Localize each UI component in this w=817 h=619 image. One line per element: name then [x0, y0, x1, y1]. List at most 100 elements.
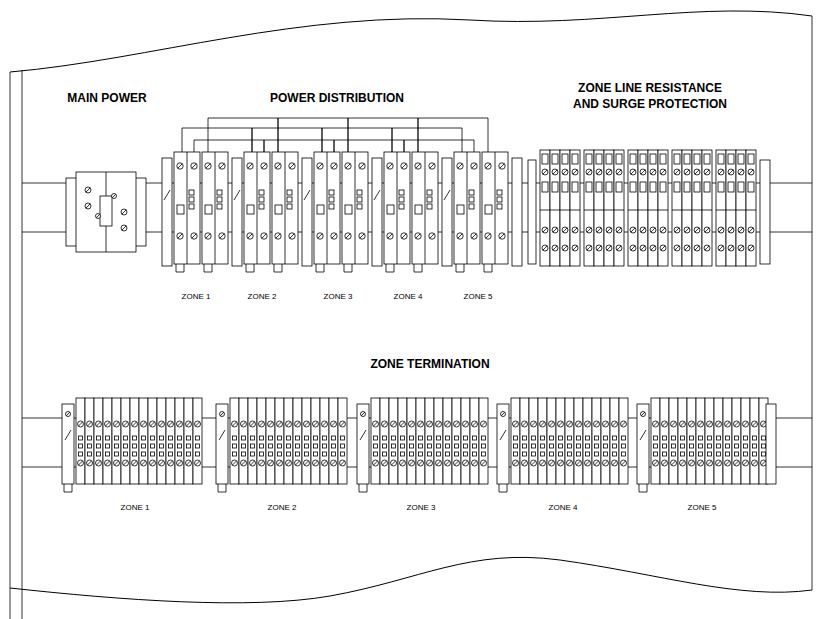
screw-head [78, 460, 84, 466]
contact-window [541, 452, 545, 456]
fuse-window [694, 154, 700, 164]
resistor-terminal [672, 150, 682, 266]
screw-slot [430, 164, 434, 168]
screw-head [743, 460, 749, 466]
screw-slot [585, 422, 589, 426]
screw-head [219, 233, 225, 239]
contact-window [427, 190, 432, 195]
screw-slot [685, 228, 689, 232]
contact-window [329, 190, 334, 195]
contact-window [469, 197, 474, 202]
contact-window [88, 444, 92, 448]
contact-window [473, 436, 477, 440]
contact-window [744, 452, 748, 456]
screw-slot [729, 246, 733, 250]
clamp-mark [304, 190, 310, 200]
screw-slot [248, 234, 252, 238]
termination-slice [461, 398, 470, 484]
contact-window [314, 436, 318, 440]
screw-head [698, 421, 704, 427]
contact-window [383, 452, 387, 456]
divider [746, 210, 756, 211]
screw-slot [96, 461, 100, 465]
contact-window [401, 444, 405, 448]
screw-slot [141, 422, 145, 426]
contact-window [523, 452, 527, 456]
screw-slot [186, 422, 190, 426]
screw-slot [576, 461, 580, 465]
screw-slot [651, 170, 655, 174]
screw-slot [286, 461, 290, 465]
screw-head [415, 233, 421, 239]
screw-slot [122, 210, 126, 214]
screw-slot [543, 228, 547, 232]
screw-slot [388, 234, 392, 238]
screw-head [640, 227, 646, 233]
break-line [10, 11, 812, 72]
contact-window [604, 452, 608, 456]
screw-slot [573, 246, 577, 250]
distribution-block [482, 152, 508, 264]
contact-window [690, 452, 694, 456]
screw-head [313, 460, 319, 466]
fuse-window [640, 154, 646, 164]
label-tab [247, 205, 254, 214]
screw-slot [695, 246, 699, 250]
screw-head [662, 421, 668, 427]
contact-window [399, 190, 404, 195]
divider [702, 210, 712, 211]
fuse-window [630, 182, 636, 192]
termination-slice [547, 398, 556, 484]
resistor-terminal [746, 150, 756, 266]
screw-head [250, 460, 256, 466]
fuse-window [684, 154, 690, 164]
contact-window [568, 436, 572, 440]
termination-slice [750, 398, 759, 484]
termination-slice [166, 398, 175, 484]
screw-slot [373, 461, 377, 465]
termination-slice [452, 398, 461, 484]
contact-window [260, 452, 264, 456]
screw-head [96, 460, 102, 466]
screw-slot [105, 461, 109, 465]
screw-head [621, 460, 627, 466]
screw-head [481, 421, 487, 427]
screw-head [241, 460, 247, 466]
contact-window [88, 452, 92, 456]
screw-head [401, 163, 407, 169]
screw-head [671, 421, 677, 427]
contact-window [762, 452, 766, 456]
zone-label: ZONE 5 [464, 292, 493, 303]
contact-window [242, 436, 246, 440]
end-clamp [302, 158, 312, 266]
contact-window [446, 436, 450, 440]
contact-window [735, 436, 739, 440]
screw-head [96, 421, 102, 427]
screw-slot [78, 422, 82, 426]
resistor-terminal [726, 150, 736, 266]
fuse-window [650, 154, 656, 164]
screw-slot [332, 234, 336, 238]
divider [682, 210, 692, 211]
screw-slot [607, 170, 611, 174]
screw-head [317, 233, 323, 239]
screw-slot [675, 170, 679, 174]
screw-slot [558, 422, 562, 426]
screw-slot [290, 164, 294, 168]
clamp-mark [500, 430, 506, 440]
contact-window [106, 444, 110, 448]
screw-head [738, 169, 744, 175]
screw-head [549, 421, 555, 427]
contact-window [419, 444, 423, 448]
screw-head [499, 233, 505, 239]
screw-slot [567, 461, 571, 465]
screw-head [748, 227, 754, 233]
screw-head [141, 460, 147, 466]
rail-foot [639, 484, 647, 492]
screw-slot [150, 422, 154, 426]
contact-window [762, 436, 766, 440]
screw-head [752, 421, 758, 427]
screw-slot [318, 234, 322, 238]
contact-window [374, 444, 378, 448]
screw-head [471, 233, 477, 239]
